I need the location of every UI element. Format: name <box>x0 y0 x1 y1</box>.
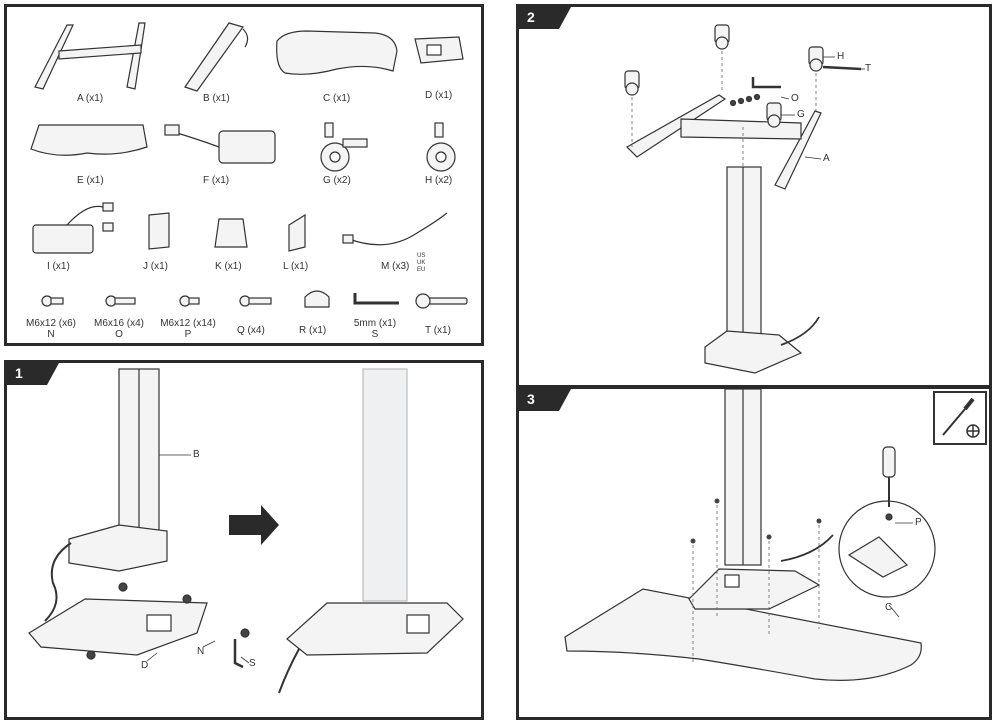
part-t-wrench <box>415 293 468 309</box>
part-e-tray <box>30 124 148 156</box>
label-part-a: A (x1) <box>77 93 104 104</box>
label-part-t: T (x1) <box>425 325 451 336</box>
part-q-screw <box>239 295 272 307</box>
label-part-c: C (x1) <box>323 93 351 104</box>
step-2-panel: 2 <box>516 4 992 388</box>
part-d-bracket <box>414 36 464 64</box>
step-2-label-o: O <box>791 93 799 104</box>
part-f-power-supply <box>164 124 276 164</box>
label-plug-us: US <box>417 253 426 259</box>
part-h-caster <box>426 122 456 172</box>
part-g-caster-brake <box>320 122 368 172</box>
part-s-hex-key <box>353 293 399 305</box>
step-1-badge: 1 <box>7 363 59 385</box>
part-a-base-frame <box>34 22 146 90</box>
label-part-k: K (x1) <box>215 261 242 272</box>
step-1-panel: 1 <box>4 360 484 720</box>
parts-illustrations <box>30 22 468 309</box>
label-part-o-code: O <box>115 329 123 340</box>
tool-required-box <box>933 391 987 445</box>
label-part-d: D (x1) <box>425 90 453 101</box>
label-part-i: I (x1) <box>47 261 70 272</box>
step-1-label-n: N <box>197 646 205 657</box>
step-1-label-s: S <box>249 658 256 669</box>
step-2-label-t: T <box>865 63 872 74</box>
parts-list-panel: A (x1) B (x1) C (x1) D (x1) E (x1) F (x1… <box>4 4 484 346</box>
step-1-label-d: D <box>141 660 149 671</box>
label-part-f: F (x1) <box>203 175 230 186</box>
label-part-s: 5mm (x1) S <box>349 318 401 340</box>
label-part-p-size: M6x12 (x14) <box>160 318 216 329</box>
label-part-n-code: N <box>47 329 55 340</box>
part-r-clamp <box>304 290 330 308</box>
label-part-e: E (x1) <box>77 175 104 186</box>
label-part-n-size: M6x12 (x6) <box>25 318 76 329</box>
part-n-screw <box>41 295 64 307</box>
step-3-badge: 3 <box>519 389 571 411</box>
label-part-p: M6x12 (x14) P <box>157 318 219 340</box>
part-k-bracket <box>214 218 248 248</box>
label-part-s-size: 5mm (x1) <box>353 318 397 329</box>
step-3-panel: 3 <box>516 386 992 720</box>
label-part-m: M (x3) <box>381 261 410 272</box>
label-part-n: M6x12 (x6) N <box>23 318 79 340</box>
step-3-label-p: P <box>915 517 922 528</box>
label-part-s-code: S <box>371 329 379 340</box>
part-b-column <box>184 22 249 92</box>
step-1-number: 1 <box>15 365 23 381</box>
step-3-label-c: C <box>885 602 893 613</box>
part-m-cable <box>348 212 448 246</box>
step-2-label-a: A <box>823 153 830 164</box>
phillips-screwdriver-icon <box>942 397 980 438</box>
step-3-number: 3 <box>527 391 535 407</box>
label-plug-uk: UK <box>417 260 426 266</box>
label-part-g: G (x2) <box>323 175 351 186</box>
step-1-illustration <box>28 368 464 694</box>
label-part-o-size: M6x16 (x4) <box>93 318 144 329</box>
part-c-desktop <box>276 30 398 75</box>
label-part-b: B (x1) <box>203 93 230 104</box>
step-2-badge: 2 <box>519 7 571 29</box>
label-part-q: Q (x4) <box>237 325 265 336</box>
step-1-label-b: B <box>193 449 200 460</box>
step-3-illustration <box>564 389 936 681</box>
part-l-bracket <box>288 213 306 252</box>
part-o-screw <box>105 295 136 307</box>
label-part-h: H (x2) <box>425 175 453 186</box>
part-i-control-box <box>32 202 114 254</box>
label-plug-eu: EU <box>417 267 426 273</box>
label-part-r: R (x1) <box>299 325 327 336</box>
step-2-number: 2 <box>527 9 535 25</box>
step-2-label-h: H <box>837 51 845 62</box>
step-2-illustration <box>624 24 865 374</box>
label-part-o: M6x16 (x4) O <box>89 318 149 340</box>
label-part-l: L (x1) <box>283 261 309 272</box>
label-part-j: J (x1) <box>143 261 168 272</box>
part-j-bracket <box>148 212 170 250</box>
step-2-label-g: G <box>797 109 805 120</box>
label-part-p-code: P <box>184 329 192 340</box>
part-p-screw <box>179 295 200 307</box>
